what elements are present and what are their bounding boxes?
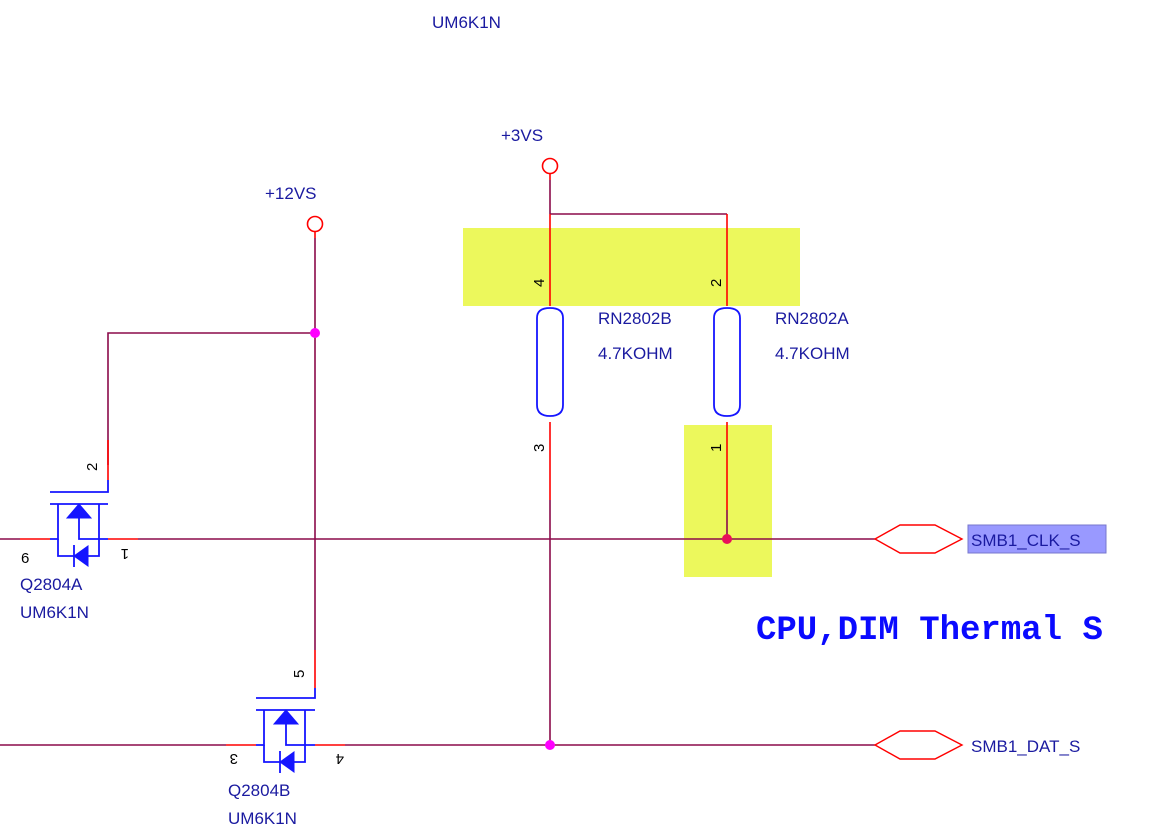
arrow-icon (272, 709, 300, 725)
wire-12vs-gate-a (107, 238, 316, 465)
transistor-ref: Q2804B (228, 781, 290, 800)
power-port-circle-icon (541, 157, 559, 175)
hexagon-port-icon (873, 524, 964, 554)
power-port-3vs[interactable]: +3VS (501, 126, 559, 175)
highlight-region-top (463, 228, 800, 306)
gate-line-icon (256, 688, 316, 699)
junction-dot (722, 534, 732, 544)
net-label: SMB1_CLK_S (971, 531, 1081, 550)
pin-number: 5 (291, 670, 308, 678)
source-lead-icon (256, 710, 265, 746)
drain-lead-icon (304, 710, 315, 746)
transistor-q2804b[interactable]: 5 3 4 Q2804B UM6K1N (228, 650, 344, 828)
source-lead-icon (50, 504, 59, 540)
resistor-body-icon (536, 307, 564, 417)
transistor-ref: Q2804A (20, 575, 83, 594)
pin-number: 3 (531, 444, 548, 452)
resistor-ref: RN2802A (775, 309, 849, 328)
pin-number: 6 (21, 550, 29, 567)
transistor-part: UM6K1N (228, 809, 297, 828)
arrow-icon (65, 503, 93, 519)
pin-number: 1 (121, 545, 129, 562)
junction-dot (545, 740, 555, 750)
resistor-value: 4.7KOHM (775, 344, 850, 363)
highlight-region-pin1 (684, 425, 772, 577)
pin-number: 2 (708, 279, 725, 287)
power-label-3vs: +3VS (501, 126, 543, 145)
resistor-body-icon (713, 307, 741, 417)
hexagon-port-icon (873, 730, 964, 760)
power-port-circle-icon (306, 215, 324, 233)
power-port-12vs[interactable]: +12VS (265, 184, 324, 233)
body-lead-icon (78, 518, 99, 540)
sheet-title: CPU,DIM Thermal S (756, 612, 1103, 650)
drain-lead-icon (98, 504, 108, 540)
pin-number: 2 (84, 463, 101, 471)
net-port-smb1-clk-s[interactable]: SMB1_CLK_S (873, 524, 1107, 554)
top-part-label: UM6K1N (432, 13, 501, 32)
resistor-ref: RN2802B (598, 309, 672, 328)
power-label-12vs: +12VS (265, 184, 317, 203)
pin-number: 3 (230, 750, 238, 767)
diode-icon (279, 751, 295, 773)
gate-line-icon (50, 480, 109, 493)
resistor-rn2802b[interactable]: 4 3 RN2802B 4.7KOHM (531, 214, 673, 500)
resistor-value: 4.7KOHM (598, 344, 673, 363)
net-port-smb1-dat-s[interactable]: SMB1_DAT_S (873, 730, 1080, 760)
pin-number: 4 (531, 279, 548, 287)
transistor-part: UM6K1N (20, 603, 89, 622)
junction-dot (310, 328, 320, 338)
resistor-rn2802a[interactable]: 2 1 RN2802A 4.7KOHM (708, 214, 850, 510)
diode-icon (73, 545, 89, 567)
net-label: SMB1_DAT_S (971, 737, 1080, 756)
transistor-q2804a[interactable]: 2 6 1 Q2804A UM6K1N (20, 440, 129, 622)
pin-number: 1 (708, 444, 725, 452)
body-lead-icon (285, 724, 305, 746)
pin-number: 4 (336, 750, 344, 767)
selection-highlight (967, 524, 1107, 554)
